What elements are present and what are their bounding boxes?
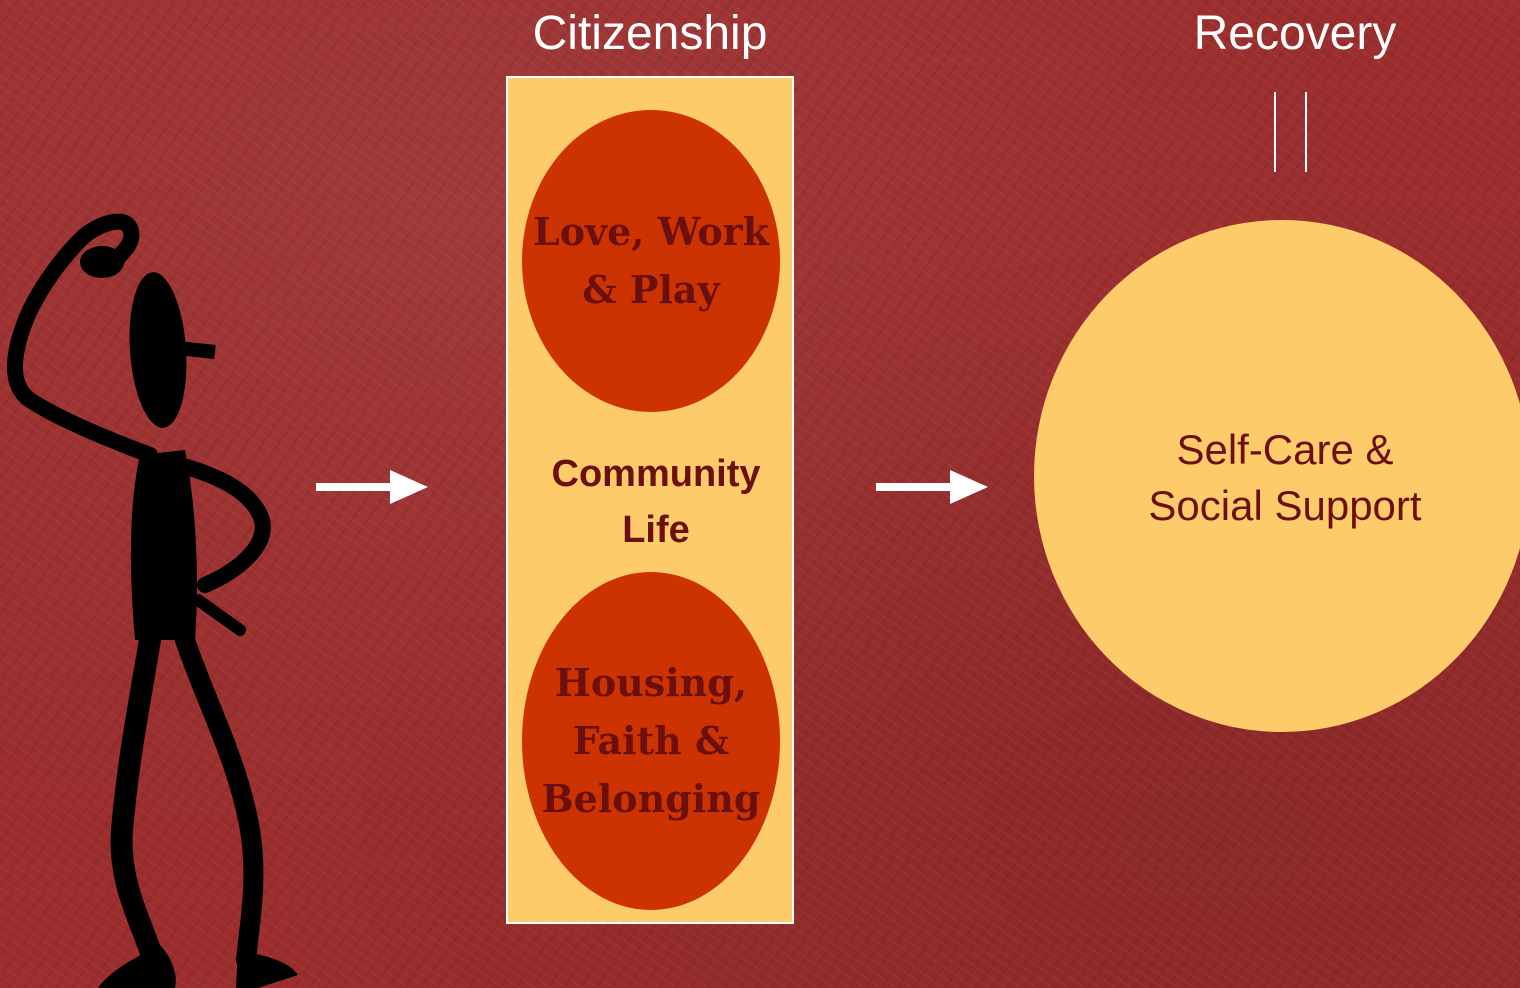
selfcare-line-2: Social Support [1148, 482, 1422, 529]
right-arrow-icon [316, 470, 428, 504]
selfcare-line-1: Self-Care & [1176, 426, 1394, 473]
community-line-1: Community [551, 453, 761, 495]
oval-housing-line-1: Housing, [554, 660, 748, 705]
oval-love-work-play: Love, Work & Play [522, 110, 780, 412]
equals-line-left [1274, 92, 1276, 172]
thinking-stick-figure-icon [6, 213, 298, 988]
oval-love-line-1: Love, Work [532, 209, 770, 254]
equals-line-right [1305, 92, 1307, 172]
heading-recovery: Recovery [1193, 7, 1397, 60]
oval-housing-line-3: Belonging [541, 776, 761, 821]
oval-housing-faith-belonging: Housing, Faith & Belonging [522, 572, 780, 910]
oval-housing-line-2: Faith & [572, 718, 730, 763]
heading-citizenship: Citizenship [532, 7, 768, 60]
self-care-social-support-label: Self-Care & Social Support [1100, 422, 1470, 534]
recovery-circle [1034, 220, 1520, 732]
oval-love-line-2: & Play [582, 267, 720, 312]
right-arrow-icon [876, 470, 988, 504]
community-life-label: Community Life [506, 446, 806, 558]
community-line-2: Life [622, 509, 690, 551]
